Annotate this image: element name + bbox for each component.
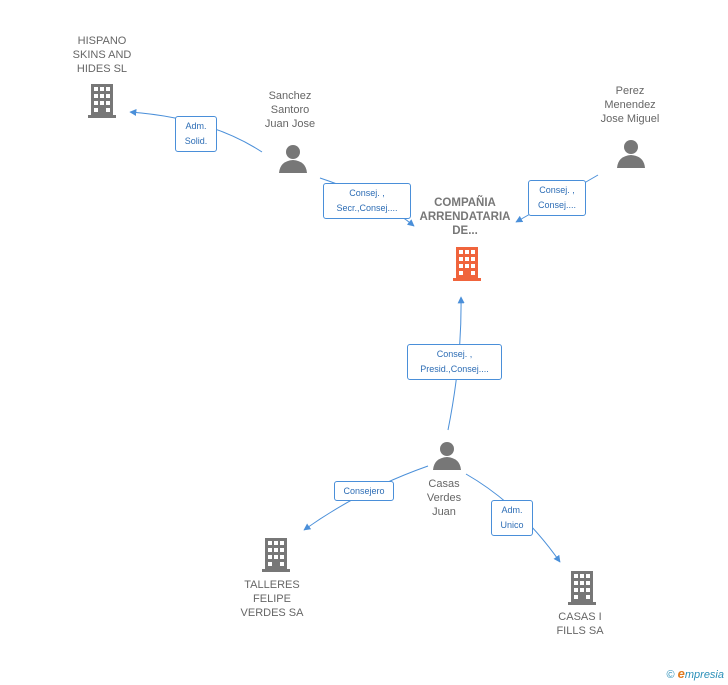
edge-label-perez-main[interactable]: Consej. , Consej....	[528, 180, 586, 216]
copyright-icon: ©	[666, 669, 675, 681]
edge-label-adm-solid[interactable]: Adm. Solid.	[175, 116, 217, 152]
person-icon[interactable]	[616, 139, 646, 169]
person-icon[interactable]	[432, 441, 462, 471]
node-label-main-company: COMPAÑIA ARRENDATARIA DE...	[419, 197, 511, 237]
edge-label-sanchez-main[interactable]: Consej. , Secr.,Consej....	[323, 183, 411, 219]
building-icon-main[interactable]	[451, 247, 483, 281]
edge-label-consejero[interactable]: Consejero	[334, 481, 394, 501]
node-label-perez: Perez Menendez Jose Miguel	[600, 85, 660, 125]
building-icon[interactable]	[566, 571, 598, 605]
building-icon[interactable]	[86, 84, 118, 118]
node-label-casas-fills: CASAS I FILLS SA	[556, 611, 604, 637]
edge-label-casas-main[interactable]: Consej. , Presid.,Consej....	[407, 344, 502, 380]
building-icon[interactable]	[260, 538, 292, 572]
node-label-hispano: HISPANO SKINS AND HIDES SL	[72, 35, 132, 75]
brand-logo-e: e	[677, 666, 685, 681]
edge-label-adm-unico[interactable]: Adm. Unico	[491, 500, 533, 536]
footer-brand: © empresia	[666, 666, 724, 681]
node-label-talleres: TALLERES FELIPE VERDES SA	[240, 579, 304, 619]
node-label-sanchez: Sanchez Santoro Juan Jose	[264, 90, 316, 130]
node-label-casas-juan: Casas Verdes Juan	[426, 478, 462, 518]
person-icon[interactable]	[278, 144, 308, 174]
brand-logo-text: mpresia	[684, 669, 724, 681]
